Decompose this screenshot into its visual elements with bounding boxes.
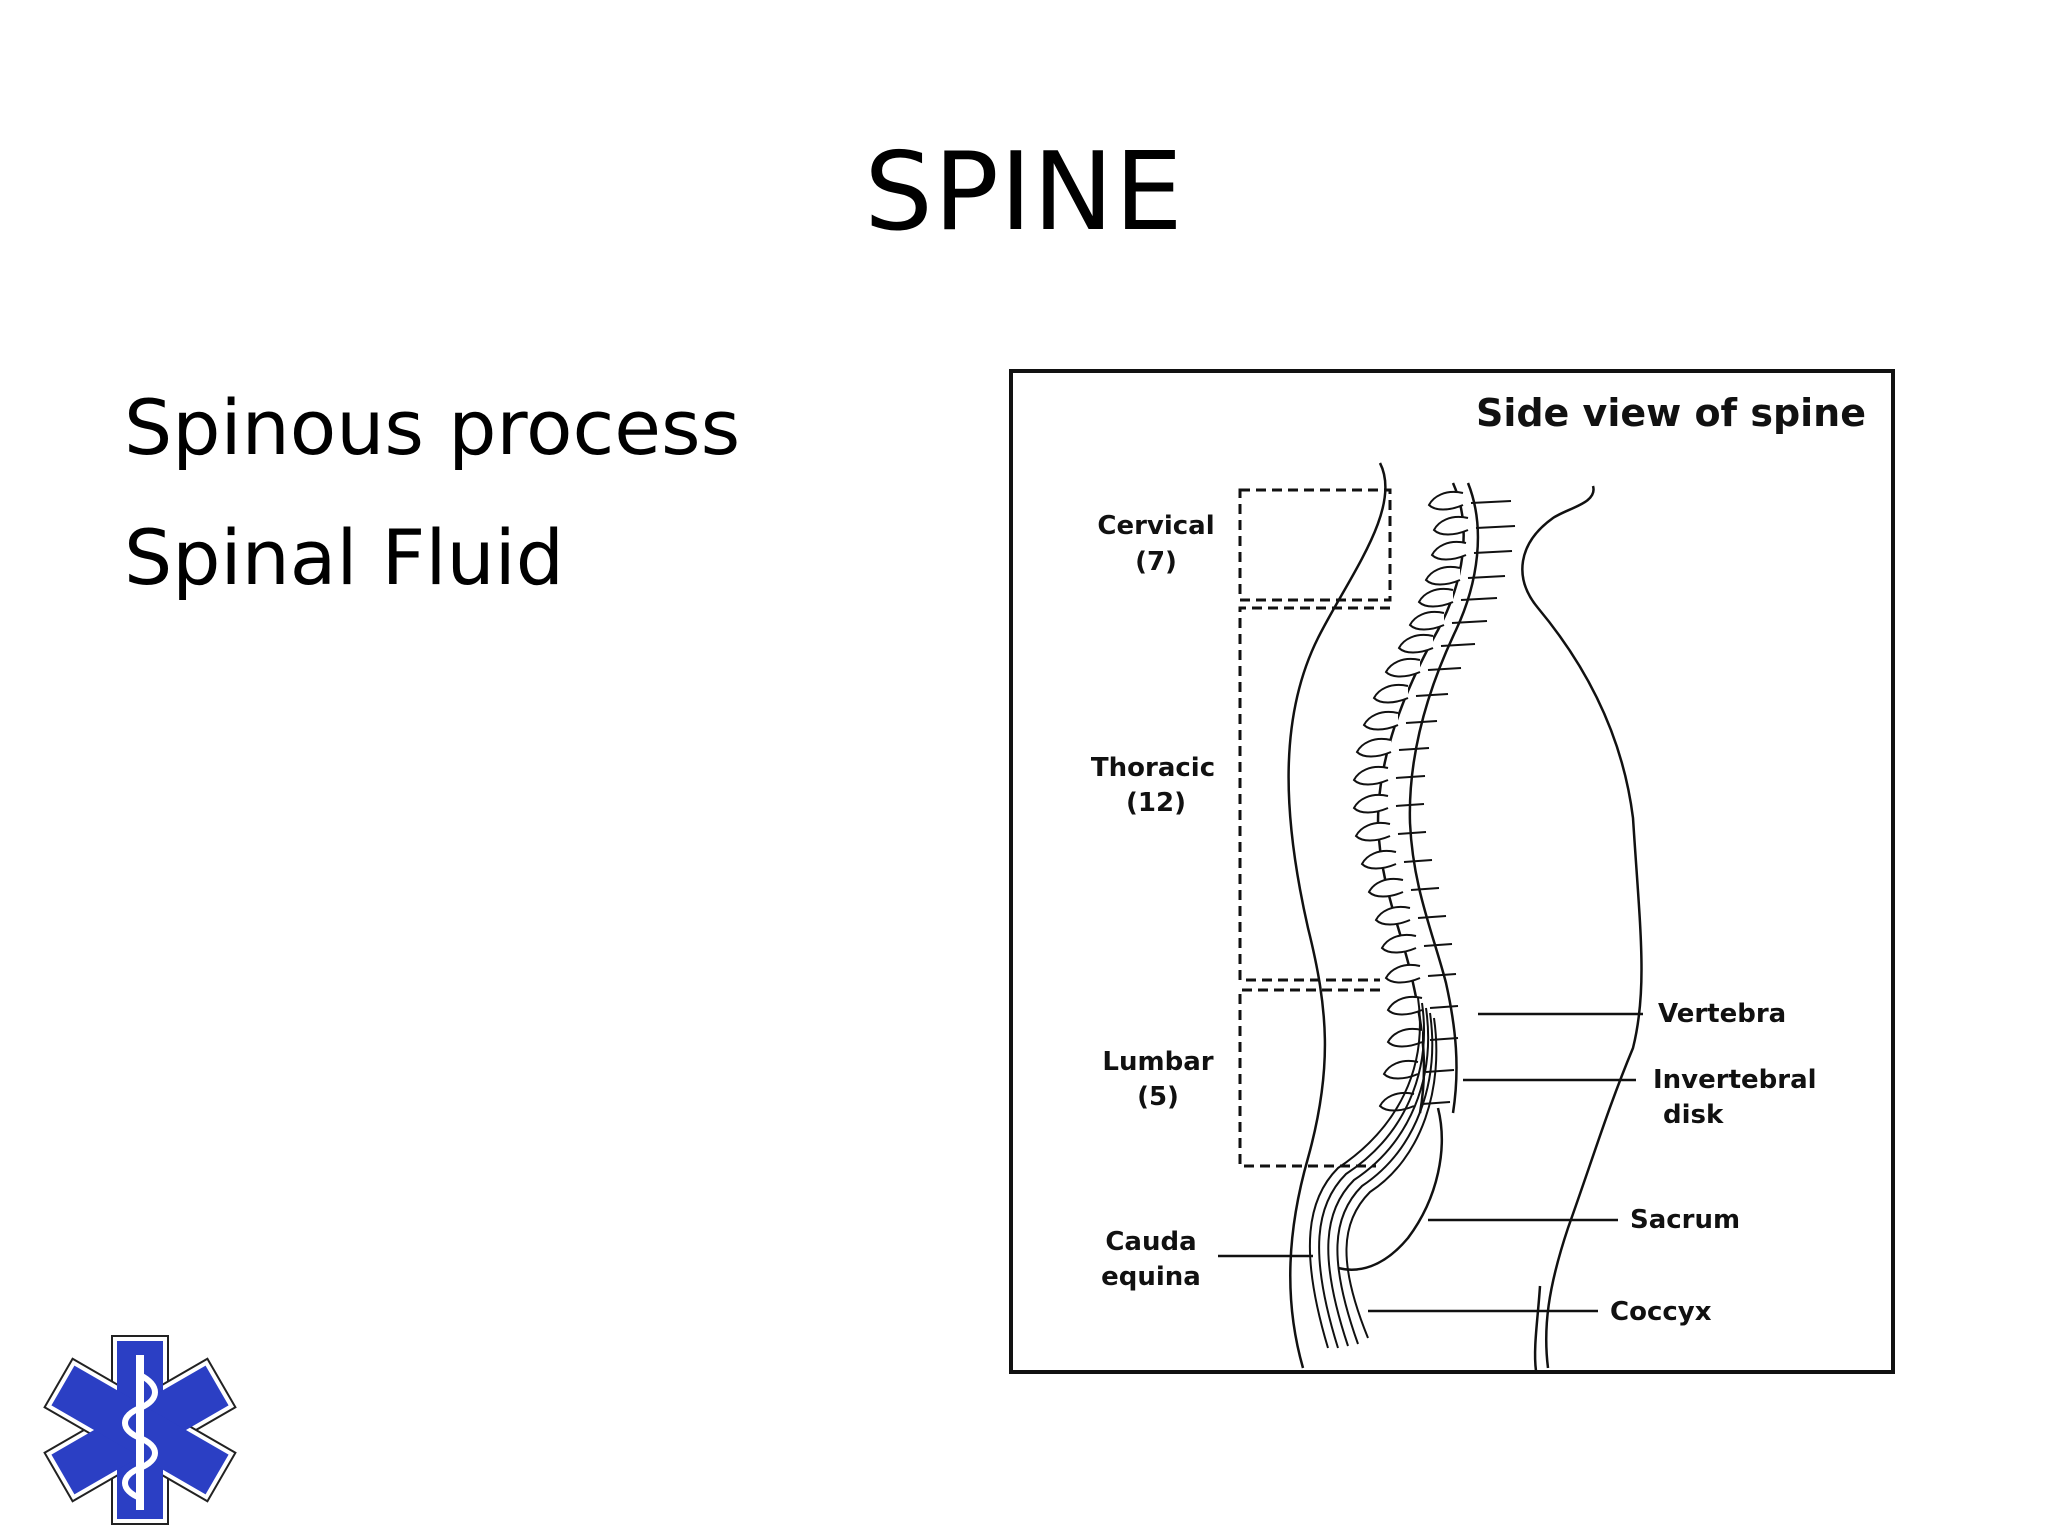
vertebra-process — [1417, 588, 1454, 608]
rod-of-asclepius — [122, 1355, 158, 1510]
sacrum-outline — [1337, 1107, 1443, 1271]
thoracic-box — [1238, 606, 1390, 982]
vertebra-process — [1427, 491, 1464, 511]
star-of-life-svg — [43, 1335, 237, 1525]
vertebra-process — [1380, 934, 1417, 954]
region-labels: Cervical (7) Thoracic (12) Lumbar (5) Ca… — [1091, 511, 1215, 1292]
figure-heading: Side view of spine — [1476, 391, 1866, 435]
vertebral-body-line — [1467, 575, 1506, 579]
bullet-item: Spinal Fluid — [124, 513, 564, 602]
body-outline — [1287, 462, 1643, 1372]
vertebrae-group — [1352, 491, 1516, 1112]
vertebral-body-line — [1429, 1037, 1459, 1041]
bullet-item: Spinous process — [124, 383, 741, 472]
vertebra-process — [1397, 634, 1434, 654]
vertebra-process — [1382, 1060, 1419, 1080]
vertebra-process — [1386, 1028, 1423, 1048]
vertebra-process — [1378, 1092, 1415, 1112]
vertebra-process — [1352, 766, 1389, 786]
vertebral-body-line — [1427, 973, 1457, 977]
vertebra-process — [1354, 822, 1391, 842]
lumbar-box — [1238, 988, 1380, 1168]
vertebra-process — [1362, 711, 1399, 731]
figure-frame — [1009, 369, 1895, 1374]
slide-title: SPINE — [864, 130, 1184, 255]
leader-lines — [1218, 1012, 1643, 1313]
vertebra-process — [1386, 996, 1423, 1016]
vertebral-body-line — [1410, 887, 1440, 891]
region-label-cervical: Cervical — [1097, 511, 1214, 541]
disk-label-line2: disk — [1663, 1100, 1724, 1130]
vertebra-process — [1372, 684, 1409, 704]
spine-diagram: Side view of spine — [1008, 368, 1896, 1375]
cauda-label-line2: equina — [1101, 1262, 1201, 1292]
vertebra-process — [1384, 964, 1421, 984]
part-labels: Vertebra Invertebral disk Sacrum Coccyx — [1610, 999, 1817, 1327]
cauda-label-line1: Cauda — [1105, 1227, 1196, 1257]
vertebral-body-line — [1423, 943, 1453, 947]
region-boxes — [1238, 488, 1392, 1168]
region-count-lumbar: (5) — [1137, 1082, 1179, 1112]
coccyx-label: Coccyx — [1610, 1297, 1712, 1327]
region-count-cervical: (7) — [1135, 547, 1177, 577]
vertebral-body-line — [1460, 597, 1498, 601]
vertebral-body-line — [1429, 1005, 1459, 1009]
region-label-lumbar: Lumbar — [1102, 1047, 1213, 1077]
vertebral-body-line — [1421, 1101, 1451, 1105]
vertebra-process — [1432, 516, 1469, 536]
vertebra-process — [1374, 906, 1411, 926]
star-of-life-icon — [40, 1330, 240, 1530]
vertebral-body-line — [1415, 693, 1449, 697]
region-count-thoracic: (12) — [1126, 788, 1186, 818]
vertebra-process — [1360, 850, 1397, 870]
vertebral-body-line — [1398, 747, 1430, 751]
region-label-thoracic: Thoracic — [1091, 753, 1215, 783]
cervical-box — [1238, 488, 1392, 602]
vertebral-body-line — [1417, 915, 1447, 919]
vertebral-body-line — [1395, 803, 1425, 807]
vertebral-body-line — [1473, 550, 1513, 554]
vertebral-body-line — [1395, 775, 1426, 779]
vertebral-body-line — [1470, 500, 1512, 504]
vertebra-process — [1430, 541, 1467, 561]
vertebral-body-line — [1403, 859, 1433, 863]
vertebral-body-line — [1427, 667, 1462, 671]
spine-diagram-svg: Side view of spine — [1009, 369, 1895, 1374]
vertebra-label: Vertebra — [1658, 999, 1786, 1029]
vertebra-process — [1408, 611, 1445, 631]
vertebra-process — [1352, 794, 1389, 814]
vertebra-process — [1424, 566, 1461, 586]
vertebral-body-line — [1397, 831, 1427, 835]
sacrum-label: Sacrum — [1630, 1205, 1740, 1235]
bullet-list: Spinous process Spinal Fluid — [124, 380, 740, 640]
vertebra-process — [1384, 658, 1421, 678]
vertebral-body-line — [1475, 525, 1516, 529]
vertebra-process — [1367, 878, 1404, 898]
vertebral-body-line — [1405, 720, 1438, 724]
cauda-equina-nerves — [1308, 997, 1438, 1349]
vertebral-body-line — [1451, 620, 1488, 624]
vertebra-process — [1355, 738, 1392, 758]
disk-label-line1: Invertebral — [1653, 1065, 1817, 1095]
vertebral-body-line — [1440, 643, 1476, 647]
